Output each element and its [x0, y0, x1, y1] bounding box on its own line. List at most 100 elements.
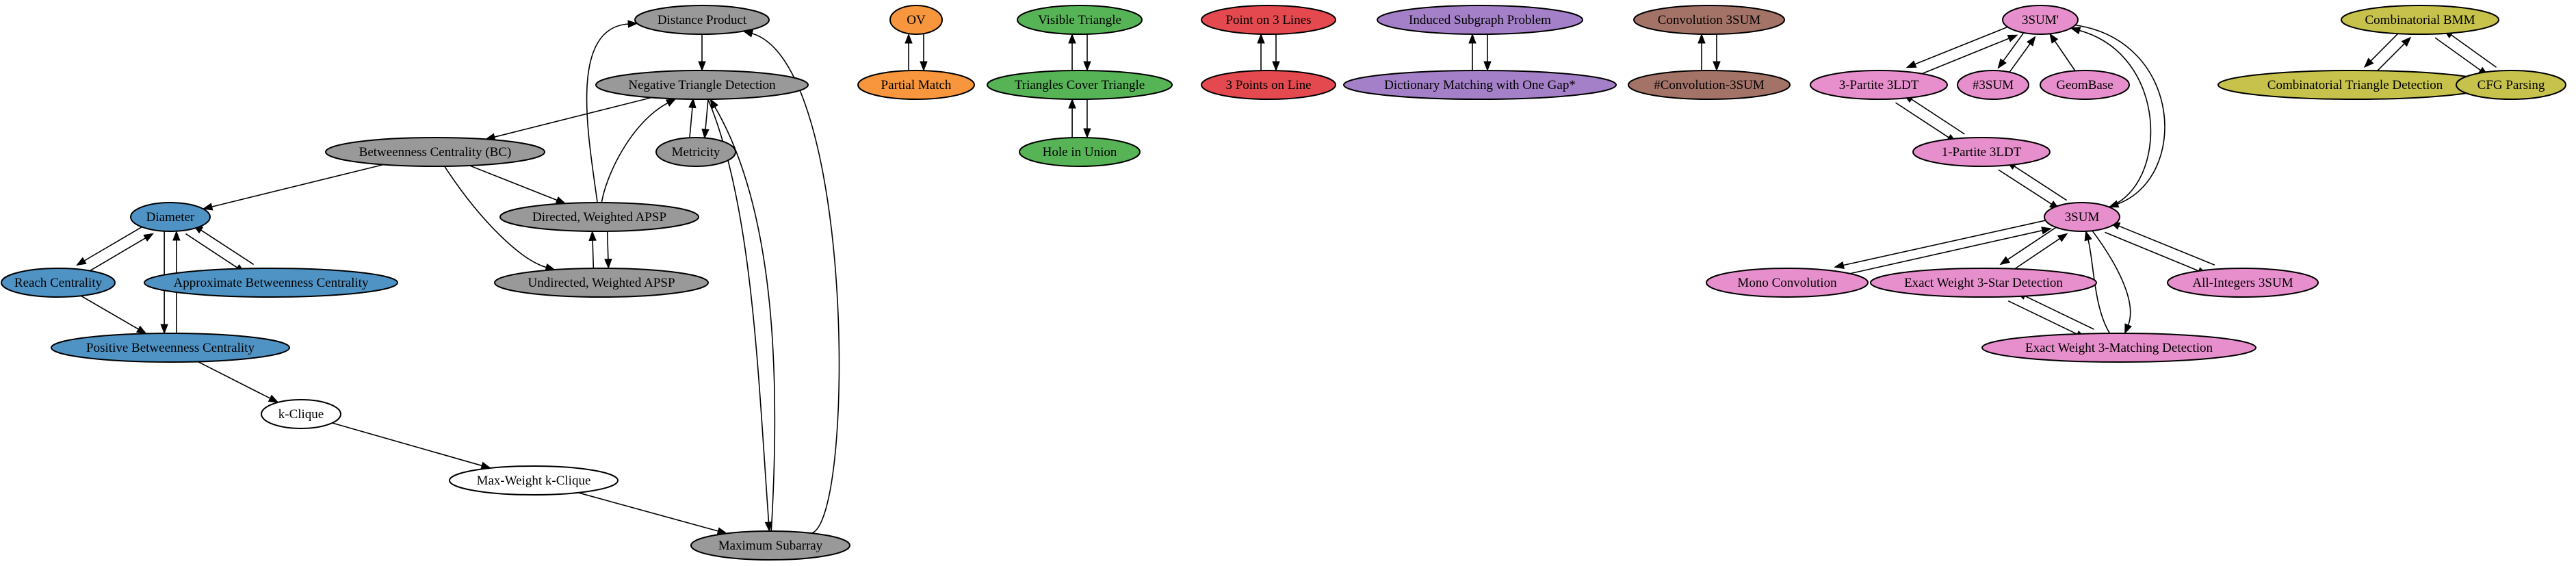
node-label: Exact Weight 3-Matching Detection: [2025, 341, 2213, 355]
node-dia: Diameter: [130, 202, 211, 232]
node-shape: [261, 399, 341, 429]
node-ew3s: Exact Weight 3-Star Detection: [1870, 268, 2097, 298]
node-s3p: 3SUM': [2002, 5, 2079, 35]
node-p1ldt: 1-Partite 3LDT: [1912, 137, 2051, 167]
edge-dwa-to-dp: [586, 20, 638, 203]
node-uwa: Undirected, Weighted APSP: [494, 268, 709, 298]
node-label: Convolution 3SUM: [1658, 13, 1761, 27]
arrowhead: [1272, 61, 1280, 72]
node-label: 3 Points on Line: [1225, 78, 1311, 92]
arrowhead: [135, 325, 147, 335]
node-shape: [2040, 70, 2130, 100]
node-shape: [655, 137, 736, 167]
node-shape: [690, 530, 850, 561]
edge-line: [197, 361, 271, 400]
node-shape: [1981, 333, 2256, 363]
arrowhead: [1083, 61, 1091, 72]
node-label: Mono Convolution: [1737, 276, 1837, 290]
edge-line: [2373, 42, 2406, 75]
arrowhead: [268, 394, 279, 403]
edge-p3ldt-to-s3p: [1914, 34, 2018, 77]
arrowhead: [172, 230, 181, 241]
node-pol: 3 Points on Line: [1201, 70, 1336, 100]
node-dmg: Dictionary Matching with One Gap*: [1343, 70, 1617, 100]
arrowhead: [143, 233, 155, 242]
node-label: Combinatorial Triangle Detection: [2267, 78, 2443, 92]
edge-line: [751, 32, 840, 534]
node-label: Partial Match: [881, 78, 952, 92]
edge-line: [2007, 224, 2060, 261]
edge-line: [1998, 169, 2053, 205]
node-isp: Induced Subgraph Problem: [1377, 5, 1583, 35]
edge-p3l-to-pol: [1272, 34, 1280, 72]
edge-s3-to-ai3: [2105, 231, 2208, 275]
node-shape: [325, 137, 545, 167]
edge-tct-to-vt: [1068, 33, 1076, 71]
arrowhead: [1068, 33, 1076, 44]
node-vt: Visible Triangle: [1017, 5, 1143, 35]
edge-line: [2002, 30, 2026, 62]
edge-cbmm-to-ctd: [2363, 30, 2402, 68]
node-shape: [130, 202, 211, 232]
edge-line: [1843, 219, 2048, 266]
node-label: 3SUM: [2065, 210, 2100, 224]
node-label: Maximum Subarray: [718, 539, 823, 553]
node-label: Exact Weight 3-Star Detection: [1904, 276, 2063, 290]
node-label: Distance Product: [658, 13, 747, 27]
node-c3s: Convolution 3SUM: [1633, 5, 1785, 35]
node-label: k-Clique: [278, 407, 324, 422]
arrowhead: [604, 259, 612, 270]
edge-line: [1910, 98, 1965, 135]
edge-line: [2054, 40, 2076, 71]
edge-ai3-to-s3: [2109, 222, 2215, 266]
arrowhead: [1997, 58, 2007, 69]
edge-s3p-to-s3: [2075, 24, 2165, 208]
arrowhead: [701, 128, 710, 140]
edge-line: [2024, 295, 2094, 330]
node-shape: [1201, 5, 1336, 35]
node-dp: Distance Product: [634, 5, 770, 35]
node-cbmm: Combinatorial BMM: [2341, 5, 2499, 35]
node-shape: [1870, 268, 2097, 298]
arrowhead: [2401, 36, 2412, 47]
node-shape: [2167, 268, 2319, 298]
edge-line: [83, 224, 146, 262]
node-shape: [1628, 70, 1791, 100]
arrowhead: [2049, 33, 2059, 44]
edge-dp-to-ntd: [698, 34, 706, 72]
node-label: 3-Partite 3LDT: [1839, 78, 1919, 92]
arrowhead: [1697, 33, 1706, 44]
node-shape: [2044, 202, 2120, 232]
node-label: 1-Partite 3LDT: [1942, 145, 2022, 159]
node-label: Dictionary Matching with One Gap*: [1384, 78, 1576, 92]
edge-line: [2079, 29, 2152, 208]
node-shape: [595, 70, 809, 100]
edge-line: [577, 492, 719, 532]
edge-line: [714, 105, 776, 532]
arrowhead: [688, 97, 697, 109]
edge-line: [689, 107, 693, 138]
arrowhead: [2027, 36, 2036, 47]
node-shape: [2002, 5, 2079, 35]
node-hc3: #Convolution-3SUM: [1628, 70, 1791, 100]
edge-line: [1840, 229, 2044, 276]
arrowhead: [2124, 323, 2133, 335]
node-shape: [987, 70, 1173, 100]
node-shape: [1343, 70, 1617, 100]
edge-ov-to-pm: [920, 34, 928, 72]
edge-line: [332, 422, 483, 467]
edge-isp-to-dmg: [1483, 34, 1492, 72]
node-tct: Triangles Cover Triangle: [987, 70, 1173, 100]
node-hu: Hole in Union: [1019, 137, 1141, 167]
edge-line: [80, 295, 140, 331]
node-shape: [51, 333, 290, 363]
edge-c3s-to-hc3: [1713, 34, 1721, 72]
edge-line: [493, 97, 652, 138]
edge-bc-to-dia: [202, 164, 384, 211]
edge-mwk-to-ms: [577, 492, 728, 535]
node-gb: GeomBase: [2040, 70, 2130, 100]
edge-pm-to-ov: [905, 33, 913, 71]
arrowhead: [1834, 261, 1845, 270]
